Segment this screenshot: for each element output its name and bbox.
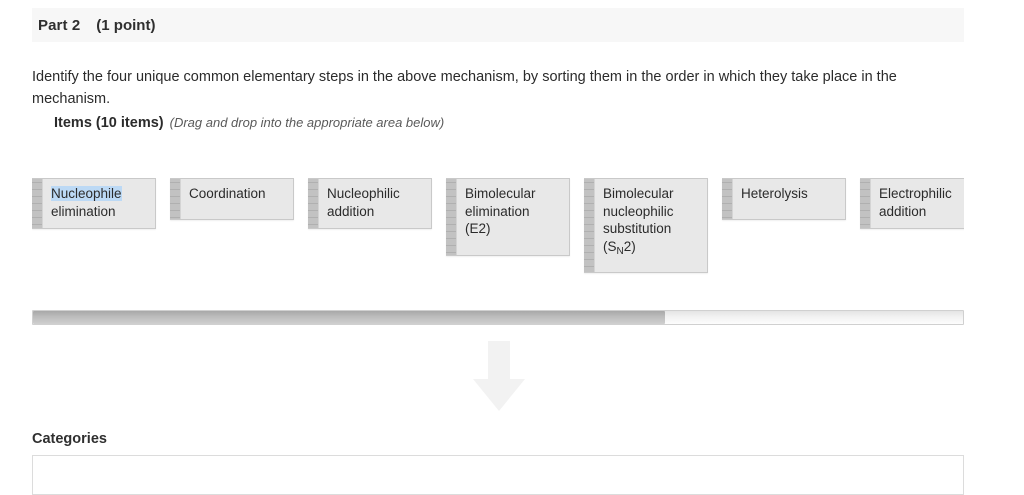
drag-item-line-1: Bimolecular [465,186,536,201]
drag-item-line-3: substitution [603,221,672,236]
part-header-bar: Part 2 (1 point) [32,8,964,42]
categories-heading: Categories [32,431,107,447]
items-viewport: Nucleophile elimination Coordination Nuc… [32,170,964,300]
drag-item-label: Nucleophile elimination [43,179,132,228]
part-label: Part 2 [38,16,81,34]
drag-item-label: Nucleophilic addition [319,179,410,228]
drag-item-label: Coordination [181,179,276,219]
drag-handle-icon[interactable] [446,179,457,255]
drag-handle-icon[interactable] [32,179,43,228]
drag-item-line-2: nucleophilic [603,203,674,219]
items-header: Items (10 items) (Drag and drop into the … [54,113,444,133]
items-row: Nucleophile elimination Coordination Nuc… [32,178,964,273]
drag-item-heterolysis[interactable]: Heterolysis [722,178,846,220]
drag-item-line-4: (SN2) [603,238,636,257]
drag-handle-icon[interactable] [860,179,871,228]
drag-item-line-3: (E2) [465,221,491,236]
drag-handle-icon[interactable] [722,179,733,219]
drag-item-line-1: Electrophilic [879,186,952,201]
drag-item-line-1: Coordination [189,186,266,201]
drag-item-electrophilic-addition[interactable]: Electrophilic addition [860,178,964,229]
drag-item-label: Bimolecular nucleophilic substitution (S… [595,179,684,272]
drag-item-line-2: elimination [465,203,530,219]
drag-item-line-1: Heterolysis [741,186,808,201]
part-points: (1 point) [96,16,156,34]
drag-item-bimolecular-nucleophilic-substitution-sn2[interactable]: Bimolecular nucleophilic substitution (S… [584,178,708,273]
drag-handle-icon[interactable] [170,179,181,219]
drag-item-line-2: addition [879,203,927,219]
items-horizontal-scrollbar[interactable] [32,310,964,325]
drag-item-line-1: Bimolecular [603,186,674,201]
down-arrow-icon [462,341,536,413]
items-count-label: Items (10 items) [54,115,164,131]
drag-item-line-1: Nucleophilic [327,186,400,201]
drag-item-label: Electrophilic addition [871,179,962,228]
drag-handle-icon[interactable] [308,179,319,228]
drag-item-coordination[interactable]: Coordination [170,178,294,220]
drag-handle-icon[interactable] [584,179,595,272]
drag-item-bimolecular-elimination-e2[interactable]: Bimolecular elimination (E2) [446,178,570,256]
drag-item-nucleophile-elimination[interactable]: Nucleophile elimination [32,178,156,229]
drag-item-label: Bimolecular elimination (E2) [457,179,546,255]
sn2-suffix: 2) [623,238,636,254]
scrollbar-thumb[interactable] [33,311,665,324]
categories-drop-area[interactable] [32,455,964,495]
sn2-subscript: N [616,245,624,257]
question-prompt: Identify the four unique common elementa… [32,69,897,107]
sn2-prefix: (S [603,238,617,254]
drag-item-label: Heterolysis [733,179,818,219]
drag-item-line-2: addition [327,203,375,219]
items-hint-label: (Drag and drop into the appropriate area… [169,115,445,130]
drag-item-line-1: Nucleophile [51,186,122,201]
drag-item-nucleophilic-addition[interactable]: Nucleophilic addition [308,178,432,229]
drag-item-line-2: elimination [51,203,116,219]
